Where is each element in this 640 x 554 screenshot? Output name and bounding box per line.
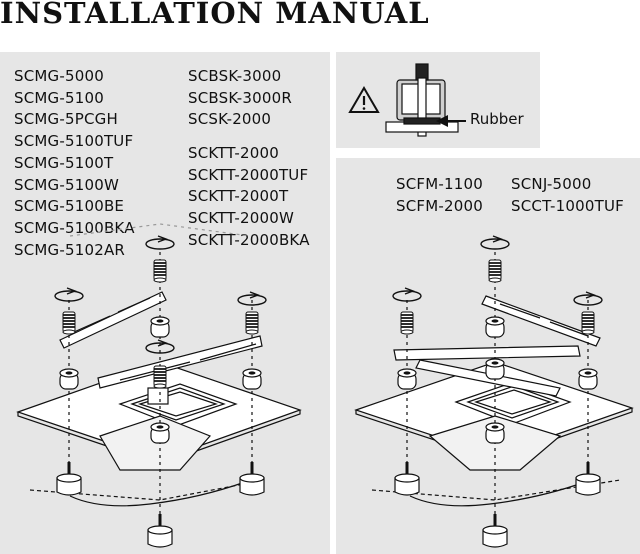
standoff-icon bbox=[59, 368, 79, 390]
model-name: SCMG-5100W bbox=[14, 175, 119, 194]
page-title: INSTALLATION MANUAL bbox=[0, 0, 430, 30]
left-model-list-1: SCMG-5000 SCMG-5100 SCMG-5PCGH SCMG-5100… bbox=[14, 66, 135, 261]
spring-screw-icon bbox=[153, 259, 167, 283]
left-exploded-diagram bbox=[16, 223, 302, 520]
model-name: SCMG-5100BKA bbox=[14, 218, 135, 237]
model-name: SCMG-5102AR bbox=[14, 240, 126, 259]
backplate-post-icon bbox=[55, 460, 83, 497]
model-name: SCFM-1100 bbox=[396, 175, 483, 193]
right-model-list-2: SCNJ-5000 SCCT-1000TUF bbox=[511, 174, 624, 217]
right-model-list-1: SCFM-1100 SCFM-2000 bbox=[396, 174, 483, 217]
model-name: SCKTT-2000TUF bbox=[188, 165, 309, 184]
model-name: SCMG-5000 bbox=[14, 67, 104, 85]
model-name: SCMG-5100T bbox=[14, 153, 114, 172]
model-name: SCKTT-2000T bbox=[188, 187, 289, 206]
model-name: SCBSK-3000 bbox=[188, 67, 282, 85]
model-name: SCBSK-3000R bbox=[188, 88, 293, 107]
model-name: SCNJ-5000 bbox=[511, 175, 592, 193]
model-name: SCFM-2000 bbox=[396, 196, 483, 215]
model-name: SCCT-1000TUF bbox=[511, 196, 625, 215]
rubber-label: Rubber bbox=[470, 110, 524, 128]
warning-triangle-icon bbox=[348, 86, 380, 113]
left-model-list-3: SCKTT-2000 SCKTT-2000TUF SCKTT-2000T SCK… bbox=[188, 143, 310, 252]
model-name: SCKTT-2000 bbox=[188, 144, 279, 162]
model-name: SCKTT-2000W bbox=[188, 209, 294, 228]
model-name: SCMG-5100TUF bbox=[14, 132, 134, 151]
left-model-list-2: SCBSK-3000 SCBSK-3000R SCSK-2000 bbox=[188, 66, 292, 131]
model-name: SCSK-2000 bbox=[188, 110, 272, 129]
rubber-spring-detail-icon bbox=[385, 63, 466, 137]
model-name: SCMG-5100BE bbox=[14, 197, 125, 216]
model-name: SCMG-5PCGH bbox=[14, 110, 118, 129]
model-name: SCKTT-2000BKA bbox=[188, 230, 310, 249]
model-name: SCMG-5100 bbox=[14, 88, 104, 107]
